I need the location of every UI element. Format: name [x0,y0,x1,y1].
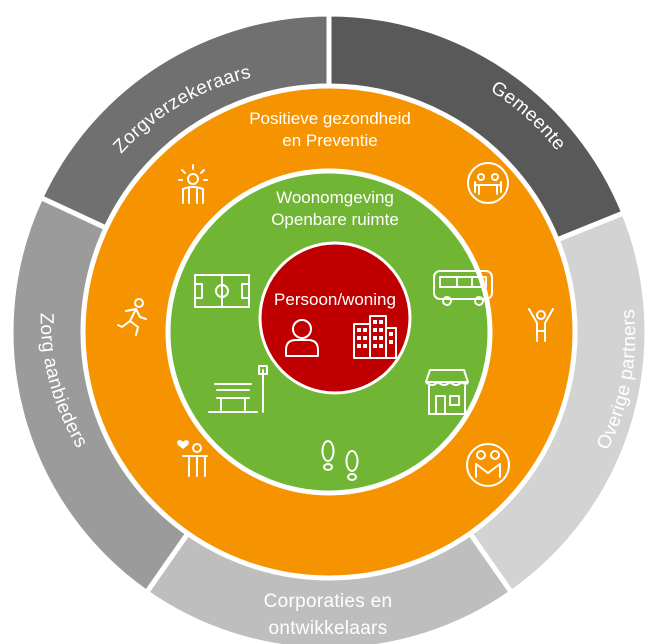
green-ring-title-line2: Openbare ruimte [271,210,399,229]
apartment-buildings-icon [353,315,397,359]
orange-ring-title-line2: en Preventie [282,131,377,150]
meeting-table-icon [467,162,509,204]
label-corporaties-line1: Corporaties en [264,591,393,612]
red-core-persoon-woning[interactable] [258,241,412,395]
cheering-person-icon [528,308,554,342]
green-ring-title-line1: Woonomgeving [276,188,394,207]
orange-ring-title-line1: Positieve gezondheid [249,109,411,128]
bus-icon [433,270,493,306]
label-corporaties-line2: ontwikkelaars [268,618,387,639]
park-bench-icon [208,365,268,413]
footprints-icon [321,440,359,481]
running-person-icon [117,298,147,336]
bright-person-icon [178,164,208,204]
person-icon [285,319,319,357]
people-pair-icon [466,443,510,487]
caring-person-icon [177,440,208,477]
shop-icon [425,369,469,415]
football-field-icon [194,274,250,308]
core-title: Persoon/woning [274,290,396,309]
